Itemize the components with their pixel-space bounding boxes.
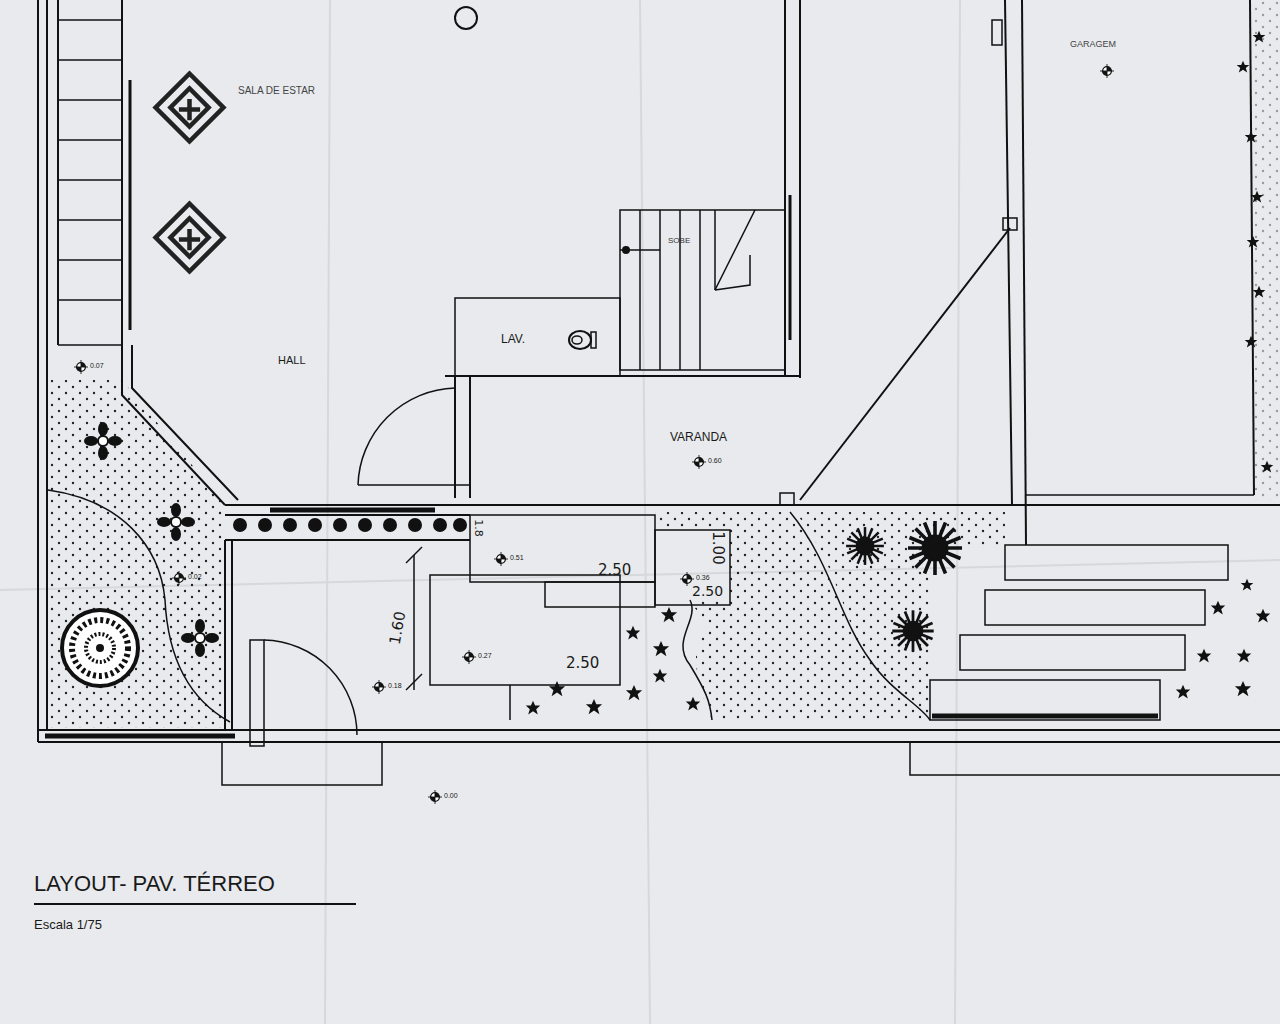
room-label: SALA DE ESTAR [238,86,315,96]
dimension: 2.50 [566,656,599,671]
level-mark: 0.07 [90,362,104,369]
level-mark: 0.18 [388,682,402,689]
drawing-title: LAYOUT- PAV. TÉRREO [34,873,275,895]
dimension: 1.60 [388,610,409,646]
level-mark: 0.36 [696,574,710,581]
stair-label: SOBE [668,237,690,245]
level-mark: 0.00 [444,792,458,799]
level-mark: 0.60 [708,457,722,464]
scale-note: Escala 1/75 [34,918,102,931]
room-label: VARANDA [670,431,727,443]
level-mark: 0.51 [510,554,524,561]
dimension: 1.00 [710,531,725,564]
room-label: GARAGEM [1070,40,1116,49]
dimension: 2.50 [692,584,723,598]
level-mark: 0.02 [188,573,202,580]
dimension: 1.8 [473,519,484,537]
room-box: LAV. [465,310,580,370]
dimension: 2.50 [598,563,631,578]
room-label: LAV. [501,333,525,345]
level-mark: 0.27 [478,652,492,659]
room-label: HALL [278,355,306,366]
